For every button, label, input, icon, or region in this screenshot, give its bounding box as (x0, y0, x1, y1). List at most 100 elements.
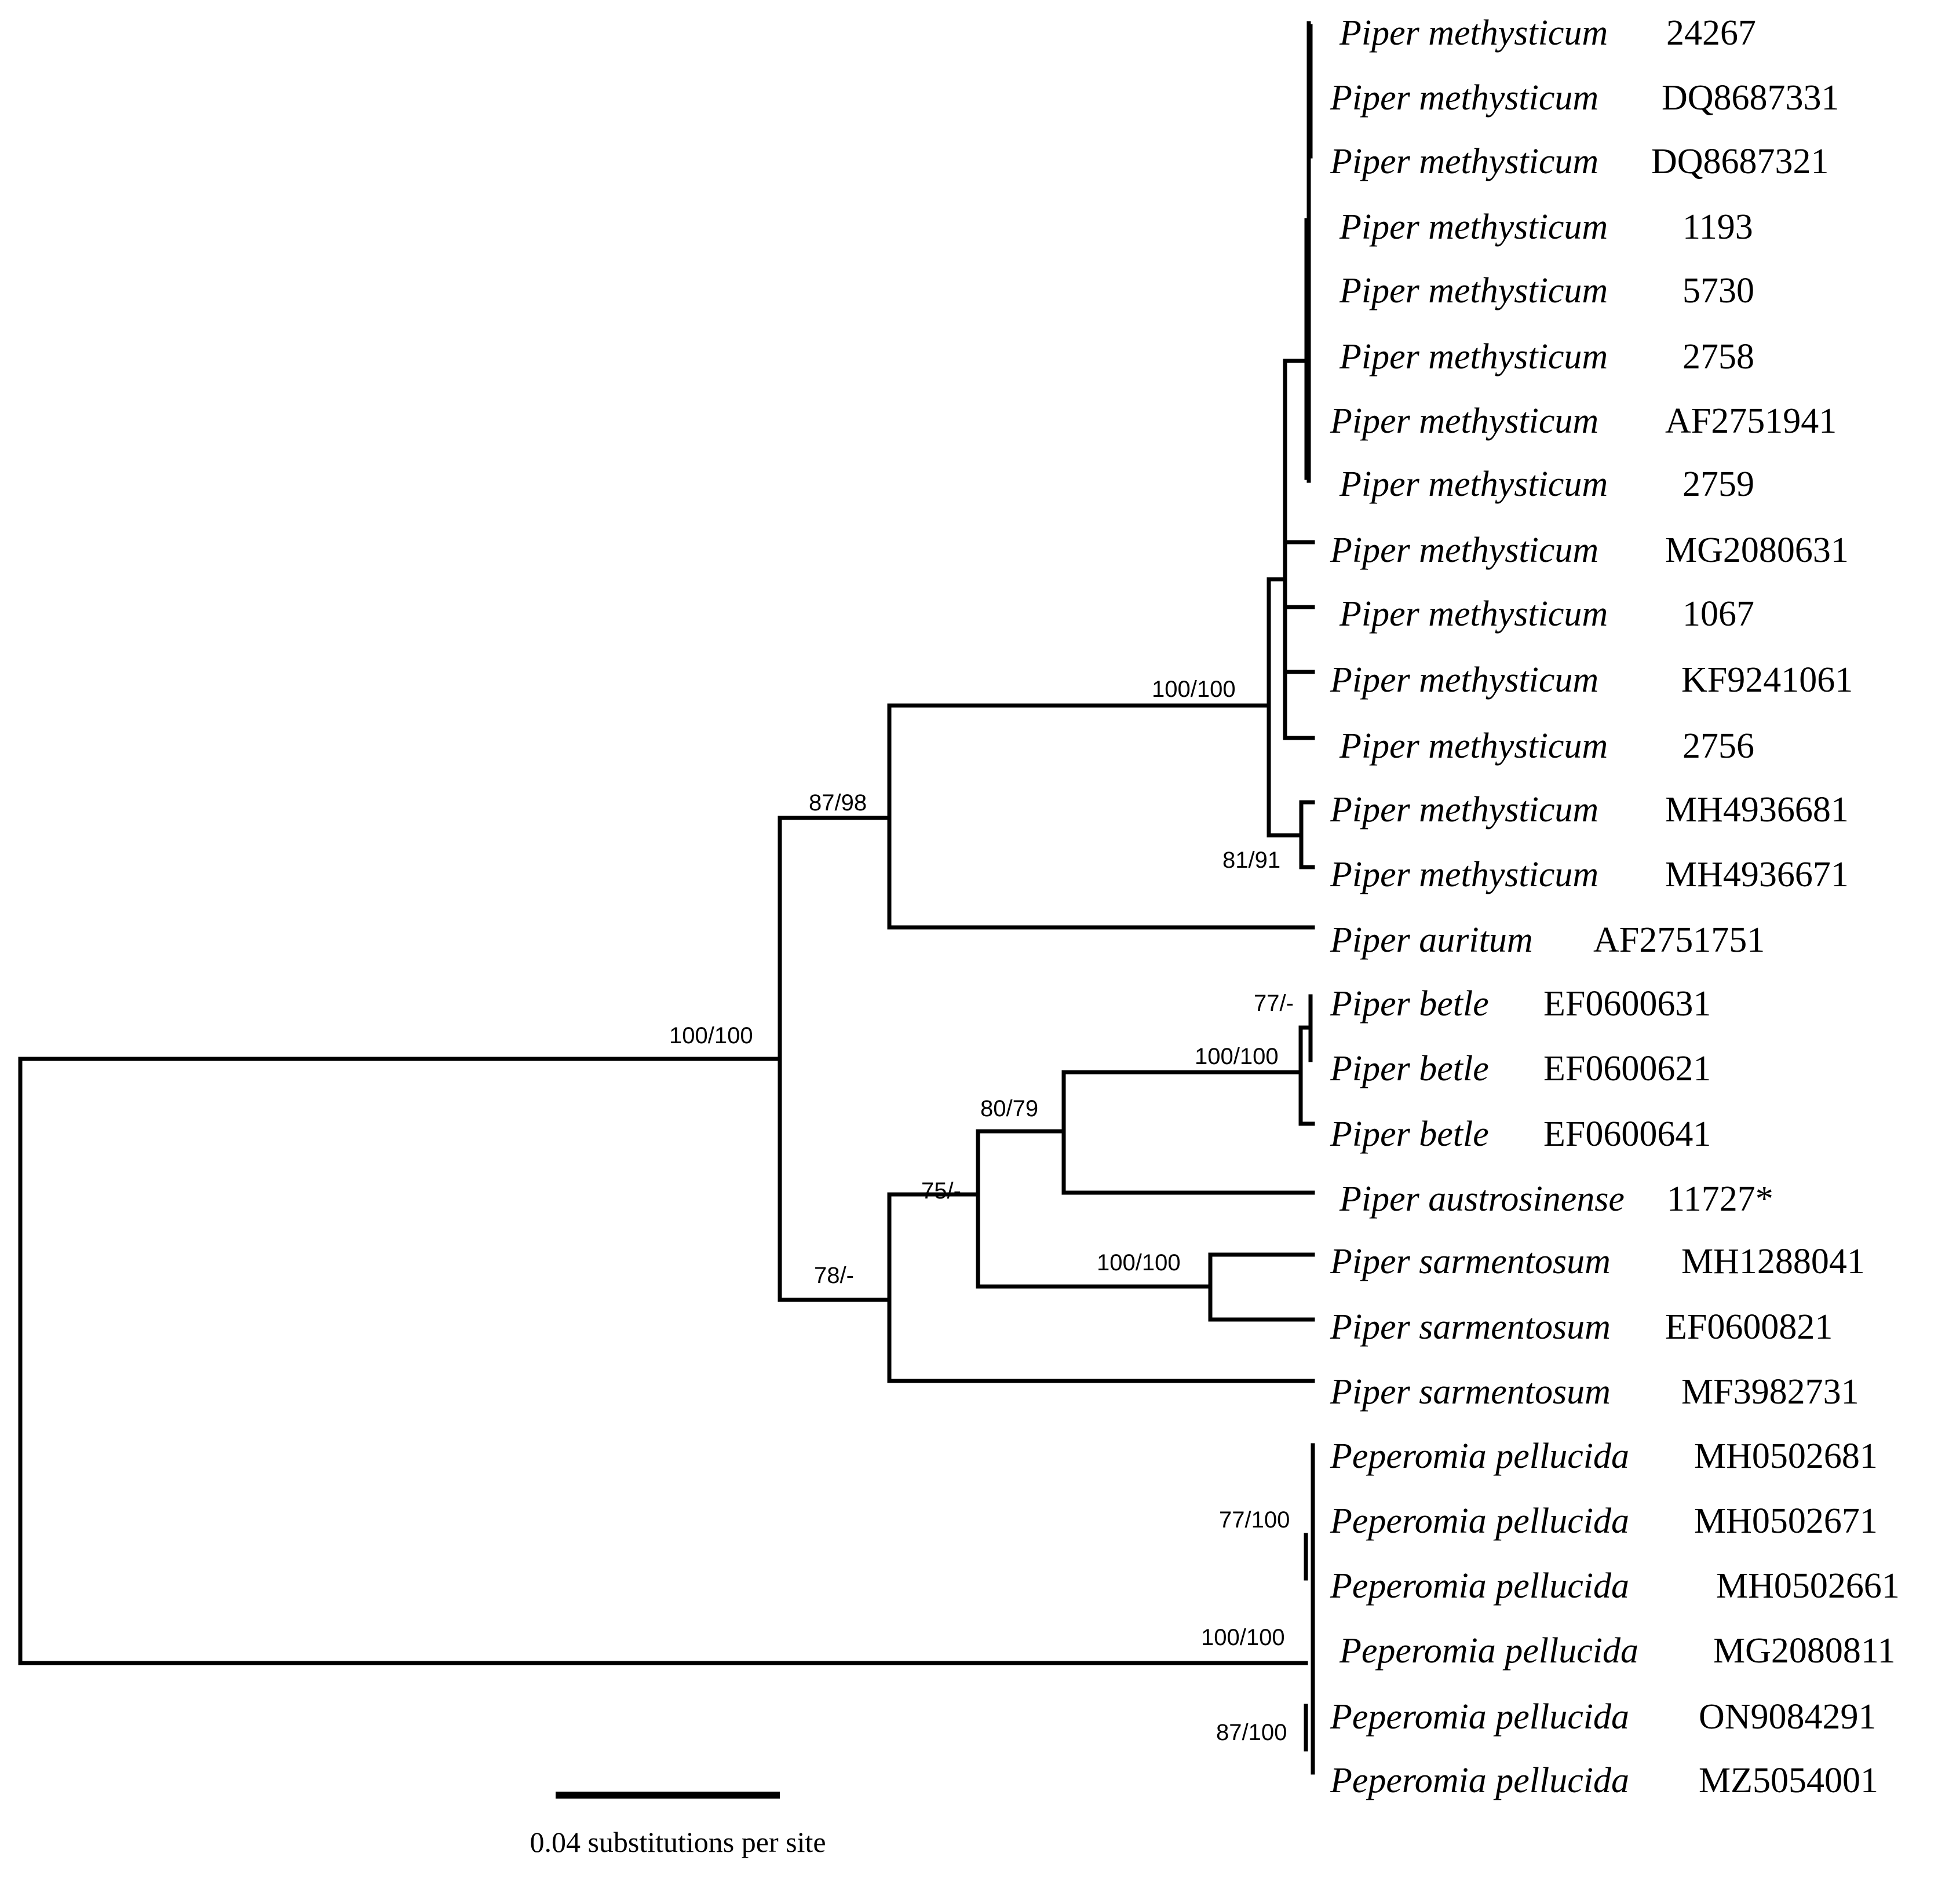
tip-accession: 11727* (1667, 1179, 1773, 1219)
tip-species: Piper sarmentosum (1330, 1242, 1611, 1281)
tip-species: Piper betle (1330, 984, 1489, 1024)
tip-accession: DQ8687321 (1651, 142, 1829, 181)
tip-species: Piper methysticum (1339, 13, 1608, 53)
tip-label: Piper methysticum 2756 (1339, 726, 1754, 766)
tip-accession: MZ5054001 (1699, 1761, 1878, 1800)
tip-label: Piper betle EF0600621 (1330, 1049, 1711, 1088)
tip-label: Piper sarmentosum EF0600821 (1330, 1307, 1833, 1347)
tip-species: Piper methysticum (1330, 78, 1598, 118)
tip-species: Piper methysticum (1339, 594, 1608, 634)
support-betle-austrosinense: 80/79 (980, 1096, 1038, 1121)
tip-accession: MH0502661 (1716, 1566, 1900, 1606)
tip-label: Peperomia pellucida MZ5054001 (1330, 1761, 1878, 1800)
tip-label: Piper methysticum 24267 (1339, 13, 1756, 53)
tip-accession: ON9084291 (1699, 1697, 1877, 1737)
tip-species: Piper methysticum (1339, 207, 1608, 247)
tip-accession: EF0600821 (1665, 1307, 1833, 1347)
support-lower-piper: 78/- (814, 1263, 854, 1288)
tip-species: Piper methysticum (1330, 401, 1598, 441)
tip-accession: 1193 (1682, 207, 1753, 247)
support-methysticum-pair: 81/91 (1222, 847, 1280, 873)
tip-species: Piper auritum (1330, 920, 1533, 960)
support-betle-pair: 77/- (1254, 991, 1294, 1016)
support-peperomia-lower: 87/100 (1216, 1720, 1287, 1745)
tip-species: Peperomia pellucida (1330, 1501, 1629, 1541)
tip-species: Piper sarmentosum (1330, 1307, 1611, 1347)
support-betle-sarmentosum: 75/- (921, 1178, 961, 1204)
scale-bar-label: 0.04 substitutions per site (530, 1826, 826, 1858)
tip-label: Piper methysticum 2759 (1339, 465, 1754, 504)
tip-species: Piper austrosinense (1339, 1179, 1625, 1219)
support-methysticum-auritum: 87/98 (809, 790, 867, 816)
tip-species: Piper methysticum (1339, 337, 1608, 377)
tip-accession: 2756 (1682, 726, 1754, 766)
tip-accession: MF3982731 (1681, 1372, 1859, 1412)
tip-species: Piper sarmentosum (1330, 1372, 1611, 1412)
tip-label: Piper methysticum AF2751941 (1330, 401, 1837, 441)
tip-accession: MH4936681 (1665, 790, 1849, 829)
tip-species: Peperomia pellucida (1330, 1437, 1629, 1476)
tip-accession: 2758 (1682, 337, 1754, 377)
tip-label: Piper methysticum 2758 (1339, 337, 1754, 377)
tip-species: Piper methysticum (1339, 271, 1608, 310)
tip-species: Piper methysticum (1330, 142, 1598, 181)
tip-label: Piper methysticum DQ8687321 (1330, 142, 1829, 181)
tree-branches (18, 21, 1315, 1775)
tip-label: Peperomia pellucida MH0502681 (1330, 1437, 1878, 1476)
tip-label: Piper auritum AF2751751 (1330, 920, 1765, 960)
tip-label: Piper methysticum 1193 (1339, 207, 1753, 247)
tip-accession: AF2751751 (1593, 920, 1765, 960)
tip-species: Piper methysticum (1339, 726, 1608, 766)
tip-label: Piper sarmentosum MF3982731 (1330, 1372, 1859, 1412)
tip-species: Peperomia pellucida (1330, 1697, 1629, 1737)
tip-accession: MH1288041 (1681, 1242, 1865, 1281)
tip-accession: 24267 (1666, 13, 1756, 53)
tip-accession: AF2751941 (1665, 401, 1837, 441)
tip-label: Piper methysticum MG2080631 (1330, 531, 1849, 570)
tip-species: Piper methysticum (1330, 790, 1598, 829)
support-peperomia-clade: 100/100 (1201, 1625, 1285, 1650)
tip-label: Piper methysticum MH4936681 (1330, 790, 1849, 829)
tip-accession: DQ8687331 (1662, 78, 1839, 118)
support-piper-root: 100/100 (669, 1023, 753, 1048)
tip-accession: 2759 (1682, 465, 1754, 504)
tip-species: Piper betle (1330, 1049, 1489, 1088)
support-betle-clade: 100/100 (1195, 1044, 1279, 1069)
tip-species: Piper betle (1330, 1114, 1489, 1154)
tip-accession: 5730 (1682, 271, 1754, 310)
tip-label: Peperomia pellucida MH0502671 (1330, 1501, 1878, 1541)
tip-species: Piper methysticum (1330, 660, 1598, 700)
tip-accession: EF0600631 (1543, 984, 1711, 1024)
tip-label: Peperomia pellucida ON9084291 (1330, 1697, 1877, 1737)
tip-label: Piper betle EF0600631 (1330, 984, 1711, 1024)
tip-accession: 1067 (1682, 594, 1754, 634)
tip-accession: EF0600641 (1543, 1114, 1711, 1154)
tip-label: Piper methysticum KF9241061 (1330, 660, 1853, 700)
tip-accession: MH0502681 (1694, 1437, 1878, 1476)
tip-species: Piper methysticum (1330, 855, 1598, 894)
tip-label: Piper methysticum 1067 (1339, 594, 1754, 634)
tip-species: Piper methysticum (1330, 531, 1598, 570)
support-methysticum-clade: 100/100 (1152, 677, 1236, 702)
tip-accession: EF0600621 (1543, 1049, 1711, 1088)
tip-species: Peperomia pellucida (1330, 1566, 1629, 1606)
tip-label: Piper betle EF0600641 (1330, 1114, 1711, 1154)
tip-accession: MG2080811 (1713, 1631, 1896, 1671)
support-sarmentosum-pair: 100/100 (1097, 1250, 1181, 1276)
tip-label: Peperomia pellucida MG2080811 (1339, 1631, 1896, 1671)
tip-label: Piper sarmentosum MH1288041 (1330, 1242, 1865, 1281)
tip-label: Piper austrosinense 11727* (1339, 1179, 1773, 1219)
tip-species: Piper methysticum (1339, 465, 1608, 504)
tip-label: Piper methysticum MH4936671 (1330, 855, 1849, 894)
tip-label: Piper methysticum 5730 (1339, 271, 1754, 310)
tip-accession: KF9241061 (1681, 660, 1853, 700)
tip-accession: MH4936671 (1665, 855, 1849, 894)
tip-accession: MG2080631 (1665, 531, 1849, 570)
tip-label: Peperomia pellucida MH0502661 (1330, 1566, 1900, 1606)
tip-species: Peperomia pellucida (1330, 1761, 1629, 1800)
tip-label: Piper methysticum DQ8687331 (1330, 78, 1839, 118)
tip-species: Peperomia pellucida (1339, 1631, 1638, 1671)
tip-accession: MH0502671 (1694, 1501, 1878, 1541)
